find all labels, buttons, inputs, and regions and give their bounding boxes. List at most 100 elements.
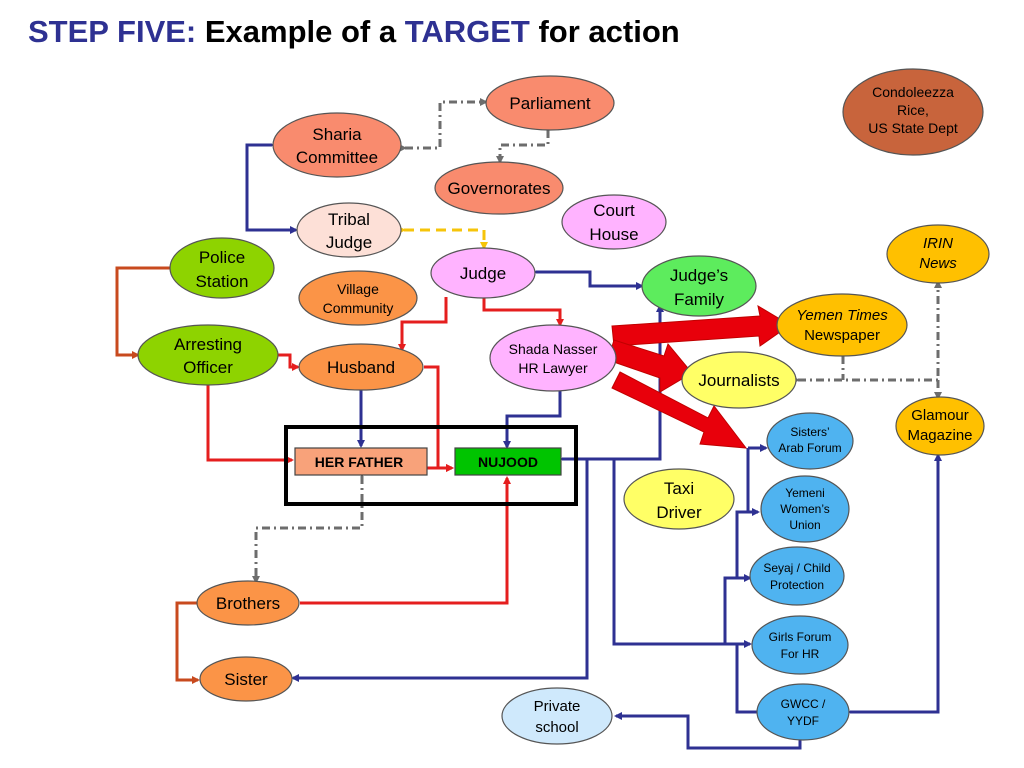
node-glamour-line2: Magazine	[907, 427, 972, 444]
node-police-line1: Police	[199, 248, 245, 267]
edge-police-arresting	[115, 266, 172, 359]
node-nujood: NUJOOD	[454, 447, 562, 476]
node-ywu-line3: Union	[789, 518, 820, 532]
node-ywu-line2: Women’s	[780, 502, 830, 516]
node-yemen-line1: Yemen Times	[796, 307, 888, 324]
node-school-line2: school	[535, 719, 578, 736]
node-shada-line2: HR Lawyer	[518, 360, 588, 376]
node-her-father: HER FATHER	[294, 447, 428, 476]
node-governorates: Governorates	[434, 161, 564, 215]
node-husband-label: Husband	[327, 358, 395, 377]
node-court-line2: House	[589, 225, 638, 244]
node-court-line1: Court	[593, 201, 635, 220]
node-girls-line1: Girls Forum	[769, 630, 832, 644]
node-court-house: Court House	[561, 194, 667, 250]
title-middle: Example of a	[196, 14, 405, 49]
node-husband: Husband	[298, 343, 424, 391]
big-arrow-to-journalists	[607, 339, 693, 393]
node-sharia-line1: Sharia	[312, 125, 362, 144]
node-village-line2: Community	[323, 300, 394, 316]
big-arrow-to-sisters	[611, 371, 748, 449]
node-condoleezza-line3: US State Dept	[868, 120, 958, 136]
node-tribal-line1: Tribal	[328, 210, 370, 229]
edge-brothers-nujood	[300, 476, 511, 605]
nodes: Parliament Sharia Committee Governorates…	[137, 68, 990, 745]
node-arresting-line1: Arresting	[174, 335, 242, 354]
node-judges-family: Judge’s Family	[641, 255, 757, 317]
node-journalists: Journalists	[681, 351, 797, 409]
node-father-label: HER FATHER	[315, 454, 403, 470]
node-sister: Sister	[199, 656, 293, 702]
edge-judge-husband	[398, 297, 448, 352]
node-private-school: Private school	[501, 687, 613, 745]
connectors	[115, 98, 942, 750]
edge-judge-family	[530, 268, 644, 290]
edge-brothers-sister	[175, 601, 204, 684]
big-arrow-to-yemen-times	[611, 304, 791, 347]
node-sisters-line1: Sisters’	[790, 425, 829, 439]
node-gwcc-line2: YYDF	[787, 714, 819, 728]
node-glamour-line1: Glamour	[911, 407, 969, 424]
node-condoleezza: Condoleezza Rice, US State Dept	[842, 68, 984, 156]
node-seyaj-line1: Seyaj / Child	[763, 561, 830, 575]
node-sharia-line2: Committee	[296, 148, 378, 167]
edge-nujood-sister	[291, 459, 589, 682]
node-yemen-times: Yemen Times Newspaper	[776, 293, 908, 357]
edge-husband-nujood	[424, 365, 454, 472]
node-police-line2: Station	[196, 272, 249, 291]
node-tribal-line2: Judge	[326, 233, 372, 252]
title-target: TARGET	[404, 14, 530, 49]
node-gwcc-line1: GWCC /	[781, 697, 826, 711]
node-taxi-line2: Driver	[656, 503, 702, 522]
node-sisters-arab-forum: Sisters’ Arab Forum	[766, 412, 854, 470]
node-sharia-committee: Sharia Committee	[272, 112, 402, 178]
node-condoleezza-line2: Rice,	[897, 102, 929, 118]
node-irin-news: IRIN News	[886, 224, 990, 284]
edge-gwcc-school	[614, 712, 804, 750]
target-box	[284, 425, 578, 506]
node-arresting-officer: Arresting Officer	[137, 324, 279, 386]
edge-father-brothers	[252, 470, 366, 584]
node-girls-forum: Girls Forum For HR	[751, 615, 849, 675]
node-nujood-label: NUJOOD	[478, 454, 538, 470]
edge-parliament-governorates	[496, 130, 550, 164]
node-sister-label: Sister	[224, 670, 268, 689]
node-parliament-label: Parliament	[509, 94, 591, 113]
node-family-line1: Judge’s	[670, 266, 728, 285]
node-judge-label: Judge	[460, 264, 506, 283]
node-police-station: Police Station	[169, 237, 275, 299]
edge-judge-shada	[482, 297, 564, 327]
node-sisters-line2: Arab Forum	[778, 441, 841, 455]
page-title: STEP FIVE: Example of a TARGET for actio…	[28, 14, 680, 50]
node-glamour-magazine: Glamour Magazine	[895, 396, 985, 456]
edge-tribal-judge	[398, 226, 488, 250]
node-parliament: Parliament	[485, 75, 615, 131]
node-shada-line1: Shada Nasser	[509, 341, 598, 357]
node-yemeni-womens-union: Yemeni Women’s Union	[760, 475, 850, 543]
node-ywu-line1: Yemeni	[785, 486, 825, 500]
node-brothers: Brothers	[196, 580, 300, 626]
node-irin-line1: IRIN	[923, 235, 953, 252]
node-brothers-label: Brothers	[216, 594, 280, 613]
node-taxi-line1: Taxi	[664, 479, 694, 498]
node-seyaj: Seyaj / Child Protection	[749, 546, 845, 606]
edge-sharia-parliament	[399, 98, 488, 152]
node-arresting-line2: Officer	[183, 358, 233, 377]
edge-sharia-tribal	[245, 141, 298, 234]
title-end: for action	[529, 14, 680, 49]
node-taxi-driver: Taxi Driver	[623, 468, 735, 530]
node-yemen-line2: Newspaper	[804, 327, 880, 344]
node-tribal-judge: Tribal Judge	[296, 202, 402, 258]
node-gwcc: GWCC / YYDF	[756, 683, 850, 741]
node-family-line2: Family	[674, 290, 725, 309]
node-judge: Judge	[430, 247, 536, 299]
node-condoleezza-line1: Condoleezza	[872, 84, 954, 100]
edge-gwcc-glamour	[844, 453, 942, 716]
node-governorates-label: Governorates	[448, 179, 551, 198]
node-seyaj-line2: Protection	[770, 578, 824, 592]
node-village-line1: Village	[337, 281, 379, 297]
title-step: STEP FIVE:	[28, 14, 197, 49]
node-journalists-label: Journalists	[698, 371, 779, 390]
edge-nujood-girlsforum	[612, 459, 752, 648]
node-school-line1: Private	[534, 698, 581, 715]
